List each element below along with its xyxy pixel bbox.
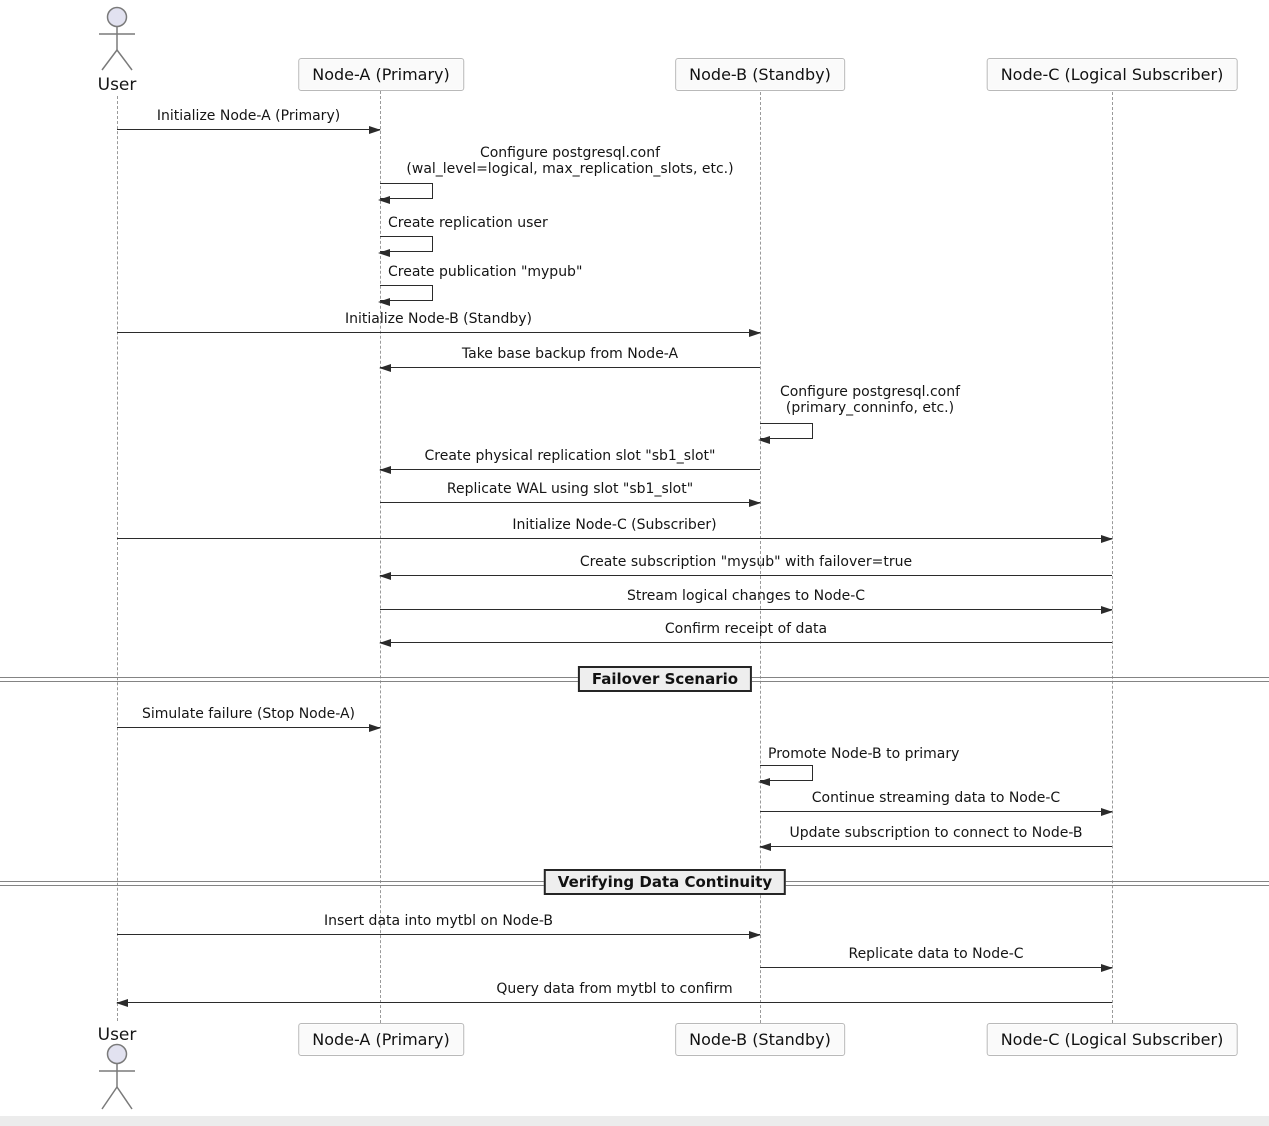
message-line <box>117 727 380 728</box>
message-line <box>760 846 1112 847</box>
message-label: Stream logical changes to Node-C <box>626 588 866 604</box>
message-line <box>117 934 760 935</box>
message-query-data: Query data from mytbl to confirm <box>116 981 1112 1007</box>
self-loop-arrow-icon <box>758 765 813 786</box>
message-label: (primary_conninfo, etc.) <box>785 400 955 416</box>
message-line <box>117 129 380 130</box>
self-message-promote-node-b: Promote Node-B to primary <box>768 746 960 762</box>
participant-node-b-top: Node-B (Standby) <box>675 58 845 91</box>
arrowhead-left-icon <box>759 843 771 851</box>
arrowhead-right-icon <box>369 126 381 134</box>
arrowhead-right-icon <box>1101 964 1113 972</box>
divider-failover-scenario: Failover Scenario <box>577 666 753 692</box>
self-message-create-publication: Create publication "mypub" <box>388 264 583 280</box>
message-label: Create subscription "mysub" with failove… <box>579 554 913 570</box>
message-label: Take base backup from Node-A <box>461 346 679 362</box>
message-continue-streaming: Continue streaming data to Node-C <box>760 790 1113 816</box>
message-initialize-node-a: Initialize Node-A (Primary) <box>117 108 381 134</box>
message-initialize-node-b: Initialize Node-B (Standby) <box>117 311 761 337</box>
message-label: Initialize Node-A (Primary) <box>156 108 341 124</box>
self-loop-arrow-icon <box>378 183 433 204</box>
participant-node-c-bottom: Node-C (Logical Subscriber) <box>986 1023 1238 1056</box>
message-label: Configure postgresql.conf <box>779 384 961 400</box>
arrowhead-right-icon <box>749 931 761 939</box>
lifeline-node-b <box>760 92 761 1023</box>
self-loop-arrow-icon <box>758 423 813 444</box>
bottom-edge-bar <box>0 1116 1269 1126</box>
self-loop-arrow-icon <box>378 236 433 257</box>
message-create-physical-slot: Create physical replication slot "sb1_sl… <box>379 448 760 474</box>
message-label: Confirm receipt of data <box>664 621 828 637</box>
self-message-configure-node-a: Configure postgresql.conf (wal_level=log… <box>384 145 756 177</box>
arrowhead-left-icon <box>116 999 128 1007</box>
divider-verifying-data-continuity: Verifying Data Continuity <box>543 869 787 895</box>
message-line <box>760 811 1112 812</box>
message-label: Update subscription to connect to Node-B <box>789 825 1083 841</box>
message-label: Initialize Node-C (Subscriber) <box>512 517 717 533</box>
message-replicate-wal: Replicate WAL using slot "sb1_slot" <box>380 481 761 507</box>
self-message-create-replication-user: Create replication user <box>388 215 548 231</box>
user-actor-icon <box>89 6 145 78</box>
message-stream-logical-changes: Stream logical changes to Node-C <box>380 588 1113 614</box>
self-loop-arrow-icon <box>378 285 433 306</box>
message-label: Continue streaming data to Node-C <box>811 790 1061 806</box>
user-actor-icon <box>89 1043 145 1119</box>
arrowhead-right-icon <box>749 329 761 337</box>
actor-label-user-top: User <box>97 75 137 95</box>
message-line <box>117 332 760 333</box>
actor-label-user-bottom: User <box>97 1025 137 1045</box>
message-line <box>380 575 1112 576</box>
message-label: Configure postgresql.conf <box>479 145 661 161</box>
arrowhead-left-icon <box>379 572 391 580</box>
message-initialize-node-c: Initialize Node-C (Subscriber) <box>117 517 1113 543</box>
arrowhead-right-icon <box>369 724 381 732</box>
message-label: Simulate failure (Stop Node-A) <box>141 706 356 722</box>
message-label: (wal_level=logical, max_replication_slot… <box>406 161 734 177</box>
message-label: Initialize Node-B (Standby) <box>345 311 532 327</box>
message-label: Replicate data to Node-C <box>848 946 1024 962</box>
participant-node-a-top: Node-A (Primary) <box>298 58 464 91</box>
message-simulate-failure: Simulate failure (Stop Node-A) <box>117 706 381 732</box>
participant-node-a-bottom: Node-A (Primary) <box>298 1023 464 1056</box>
arrowhead-left-icon <box>379 466 391 474</box>
message-label: Replicate WAL using slot "sb1_slot" <box>446 481 694 497</box>
arrowhead-right-icon <box>1101 808 1113 816</box>
message-line <box>380 502 760 503</box>
message-confirm-receipt: Confirm receipt of data <box>379 621 1112 647</box>
message-line <box>380 469 760 470</box>
message-line <box>380 367 760 368</box>
message-create-subscription: Create subscription "mysub" with failove… <box>379 554 1112 580</box>
message-label: Insert data into mytbl on Node-B <box>323 913 554 929</box>
arrowhead-left-icon <box>379 639 391 647</box>
message-label: Query data from mytbl to confirm <box>496 981 733 997</box>
arrowhead-right-icon <box>1101 606 1113 614</box>
message-take-base-backup: Take base backup from Node-A <box>379 346 760 372</box>
self-message-configure-node-b: Configure postgresql.conf (primary_conni… <box>764 384 976 416</box>
participant-node-c-top: Node-C (Logical Subscriber) <box>986 58 1238 91</box>
message-line <box>760 967 1112 968</box>
participant-node-b-bottom: Node-B (Standby) <box>675 1023 845 1056</box>
message-line <box>117 538 1112 539</box>
message-line <box>117 1002 1112 1003</box>
message-line <box>380 609 1112 610</box>
arrowhead-right-icon <box>1101 535 1113 543</box>
message-insert-data: Insert data into mytbl on Node-B <box>117 913 761 939</box>
message-label: Create physical replication slot "sb1_sl… <box>424 448 716 464</box>
lifeline-node-a <box>380 91 381 1023</box>
message-replicate-data: Replicate data to Node-C <box>760 946 1113 972</box>
arrowhead-left-icon <box>379 364 391 372</box>
lifeline-user <box>117 96 118 1021</box>
message-update-subscription: Update subscription to connect to Node-B <box>759 825 1112 851</box>
arrowhead-right-icon <box>749 499 761 507</box>
message-line <box>380 642 1112 643</box>
lifeline-node-c <box>1112 92 1113 1023</box>
